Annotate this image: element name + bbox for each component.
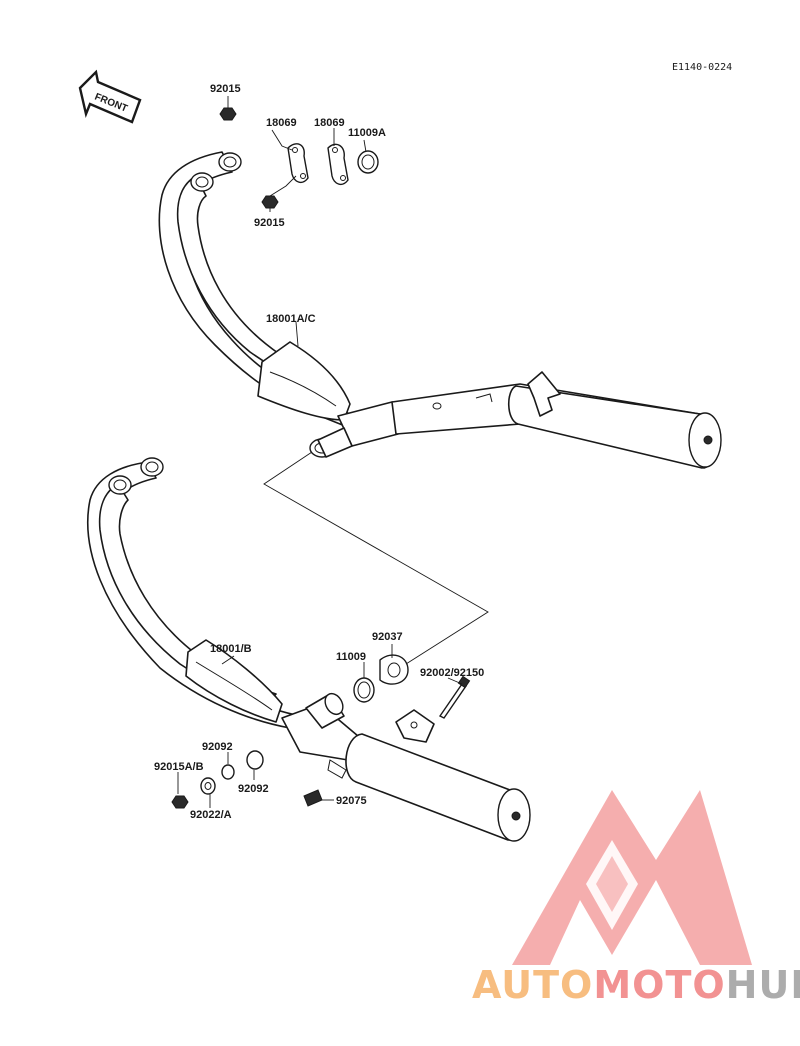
collar-92092-upper-icon	[221, 764, 235, 780]
lower-heat-shield	[185, 639, 283, 723]
lower-exhaust-assembly	[87, 457, 531, 842]
exhaust-holder-18069-b-icon	[327, 143, 349, 186]
watermark-logo: AUTOMOTOHUB	[472, 790, 800, 1007]
collar-92092-icon	[246, 750, 264, 770]
label-gasket-top: 11009A	[348, 127, 386, 139]
leader-lines	[177, 96, 463, 808]
bolt-92002-92150-icon	[438, 683, 468, 719]
label-holder-a: 18069	[266, 117, 297, 129]
lower-small-parts	[171, 654, 471, 809]
label-collar: 92092	[202, 741, 233, 753]
watermark-word-hub: HUB	[726, 963, 800, 1007]
upper-pipe-end-2	[190, 172, 214, 192]
watermark-word-moto: MOTO	[593, 963, 725, 1007]
label-nut-top: 92015	[210, 83, 241, 95]
label-clamp: 92037	[372, 631, 403, 643]
upper-muffler-bracket	[527, 371, 561, 417]
nut-92075-icon	[303, 789, 323, 807]
upper-exhaust-assembly	[158, 151, 722, 469]
label-bolt: 92002/92150	[420, 667, 484, 679]
label-holder-b: 18069	[314, 117, 345, 129]
clamp-92037-icon	[379, 654, 409, 685]
washer-92022-icon	[200, 777, 216, 795]
assembly-connection-line	[263, 451, 489, 665]
lower-muffler-outlet-hole	[511, 811, 521, 821]
nut-92015ab-icon	[171, 795, 189, 809]
nut-92015-lower-icon	[261, 195, 279, 209]
label-nut-side: 92015A/B	[154, 761, 204, 773]
lower-muffler-bracket	[395, 709, 435, 743]
watermark-text: AUTOMOTOHUB	[472, 963, 800, 1007]
watermark-word-auto: AUTO	[472, 963, 593, 1007]
label-gasket-mid: 11009	[336, 651, 366, 663]
label-muffler-right: 18001A/C	[266, 313, 316, 325]
reference-code: E1140-0224	[672, 62, 732, 73]
label-collar-2: 92092	[238, 783, 269, 795]
upper-muffler-outlet-hole	[703, 435, 713, 445]
nut-92015-top-icon	[219, 107, 237, 121]
label-washer: 92022/A	[190, 809, 232, 821]
top-small-parts	[219, 107, 379, 209]
label-nut-bottom: 92075	[336, 795, 367, 807]
watermark-triangle-icon	[512, 790, 752, 965]
label-muffler-left: 18001/B	[210, 643, 252, 655]
front-arrow-icon: FRONT	[78, 69, 142, 124]
lower-pipe-end-2	[108, 475, 132, 495]
label-nut-top-2: 92015	[254, 217, 285, 229]
upper-pipe-end-1	[218, 152, 242, 172]
gasket-11009a-icon	[357, 150, 379, 174]
lower-pipe-end-1	[140, 457, 164, 477]
